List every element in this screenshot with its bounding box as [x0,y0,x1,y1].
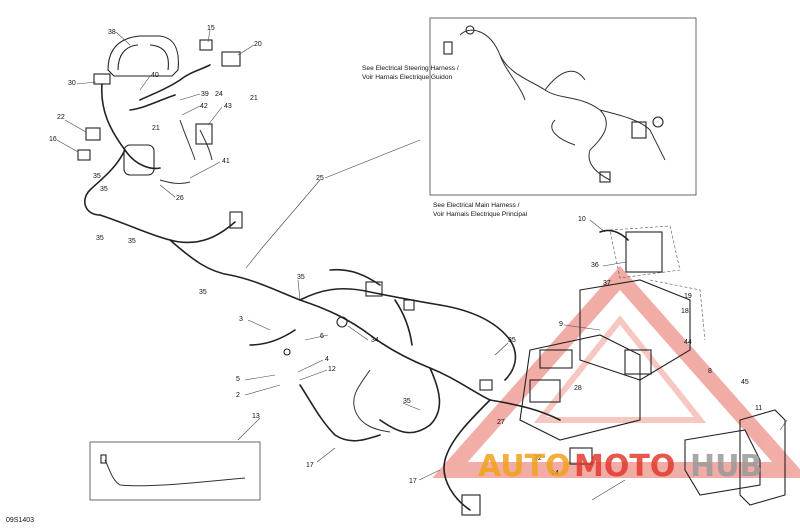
callout: 4 [325,356,329,363]
watermark-triangle [432,265,800,478]
callout: 12 [328,366,336,373]
callout: 2 [236,392,240,399]
main-harness-inset-frame [429,17,697,196]
callout: 27 [497,419,505,426]
callout: 28 [574,385,582,392]
watermark-text: AUTO MOTO HUB [478,449,762,484]
callout: 8 [708,368,712,375]
callout: 15 [207,25,215,32]
callout: 39 [201,91,209,98]
callout: 35 [297,274,305,281]
callout: 35 [100,186,108,193]
note-main-harness: See Electrical Main Harness / Voir Harna… [433,202,528,218]
svg-text:MOTO: MOTO [574,449,675,484]
callout: 24 [215,91,223,98]
callout: 35 [128,238,136,245]
callout: 35 [403,398,411,405]
cable-inset-drawing [104,459,246,487]
svg-text:Voir Harnais Electrique Guidon: Voir Harnais Electrique Guidon [362,74,452,81]
callout: 21 [250,95,258,102]
callout: 32 [534,455,542,462]
callout: 43 [224,103,232,110]
callout: 14 [551,470,559,477]
callout-labels: 38 15 20 40 30 39 24 21 42 43 22 21 16 3… [49,25,762,485]
callout: 45 [741,379,749,386]
callout: 13 [252,413,260,420]
callout: 17 [306,462,314,469]
steering-harness-cluster [77,35,241,216]
callout: 30 [68,80,76,87]
callout: 10 [578,216,586,223]
callout: 19 [684,293,692,300]
callout: 6 [320,333,324,340]
callout: 35 [96,235,104,242]
callout: 41 [222,158,230,165]
callout: 38 [108,29,116,36]
callout: 18 [681,308,689,315]
leader-lines [56,29,788,501]
callout: 9 [559,321,563,328]
note-steering-harness: See Electrical Steering Harness / Voir H… [362,65,459,81]
svg-text:See Electrical Steering Harnes: See Electrical Steering Harness / [362,65,459,72]
callout: 35 [199,289,207,296]
callout: 5 [236,376,240,383]
svg-text:AUTO: AUTO [478,449,571,484]
callout: 42 [200,103,208,110]
callout: 20 [254,41,262,48]
callout: 16 [49,136,57,143]
main-harness-inset [443,25,666,183]
callout: 36 [591,262,599,269]
callout: 35 [508,337,516,344]
callout: 35 [93,173,101,180]
svg-text:Voir Harnais Electrique Princi: Voir Harnais Electrique Principal [433,211,528,218]
callout: 44 [684,339,692,346]
svg-text:See Electrical Main Harness /: See Electrical Main Harness / [433,202,520,209]
callout: 22 [57,114,65,121]
callout: 26 [176,195,184,202]
callout: 3 [239,316,243,323]
callout: 34 [371,337,379,344]
callout: 17 [409,478,417,485]
cable-inset-frame [89,441,261,501]
callout: 11 [755,405,762,412]
electrical-box-assembly [519,225,786,506]
svg-text:HUB: HUB [690,449,762,484]
callout: 25 [316,175,324,182]
cable-connector [100,454,107,464]
callout: 37 [603,280,611,287]
callout: 21 [152,125,160,132]
diagram-code: 09S1403 [6,517,34,524]
main-harness [99,211,561,516]
callout: 40 [151,72,159,79]
